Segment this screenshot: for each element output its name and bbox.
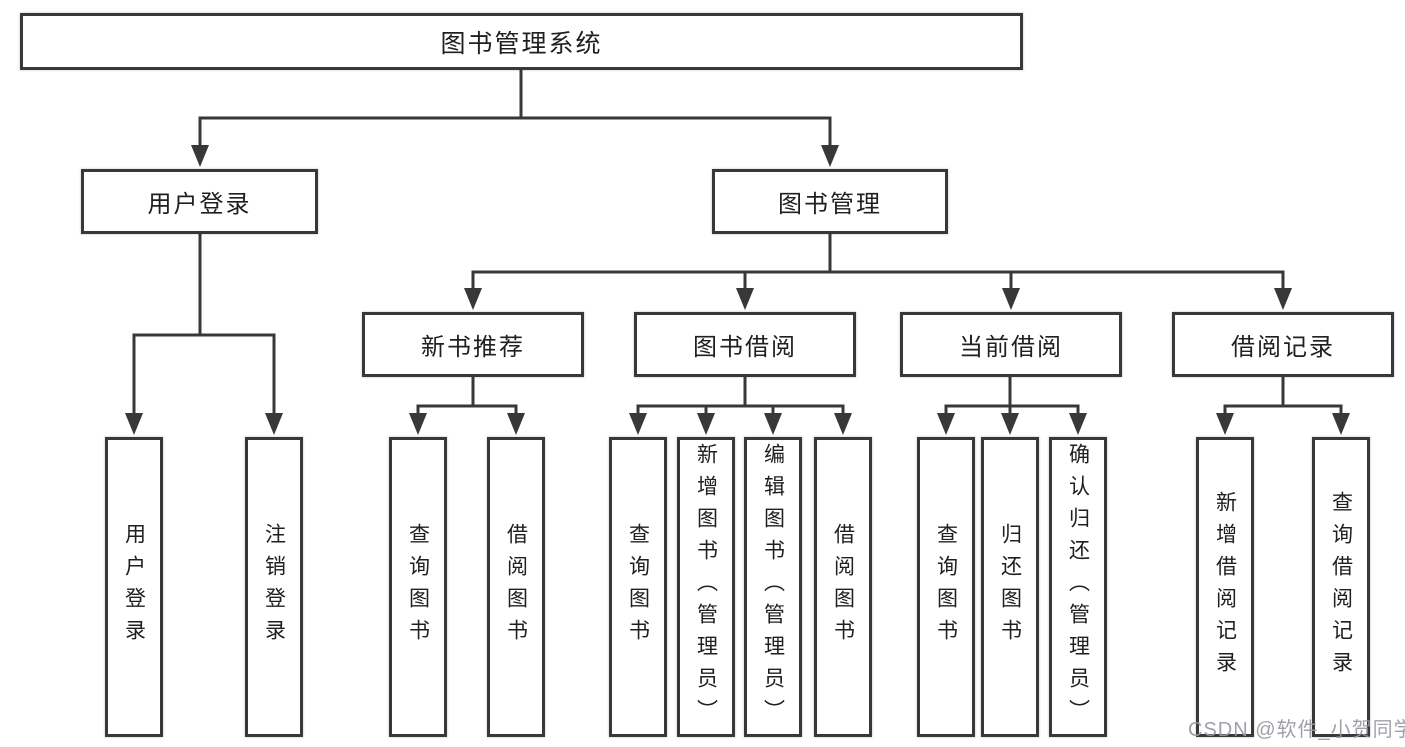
node-book-management: 图书管理 <box>712 169 948 234</box>
arrowhead <box>265 413 283 435</box>
connector-book-borrow-to-leaves <box>629 375 852 435</box>
arrowhead <box>191 145 209 167</box>
leaf-borrow-book-2: 借阅图书 <box>814 437 872 737</box>
leaf-query-borrow-record: 查询借阅记录 <box>1312 437 1370 737</box>
connector-borrow-record-to-leaves <box>1216 375 1350 435</box>
arrowhead <box>764 413 782 435</box>
node-user-login: 用户登录 <box>81 169 318 234</box>
node-new-book-recommend: 新书推荐 <box>362 312 584 377</box>
arrowhead <box>507 413 525 435</box>
leaf-query-book-3-label: 查询图书 <box>934 523 958 651</box>
leaf-add-borrow-record: 新增借阅记录 <box>1196 437 1254 737</box>
arrowhead <box>1274 288 1292 310</box>
node-root: 图书管理系统 <box>20 13 1023 70</box>
leaf-user-login: 用户登录 <box>105 437 163 737</box>
leaf-logout: 注销登录 <box>245 437 303 737</box>
leaf-query-book-1-label: 查询图书 <box>406 523 430 651</box>
connector-book-mgmt-to-level3 <box>464 232 1292 310</box>
leaf-edit-book-admin-label: 编辑图书（管理员） <box>761 443 785 731</box>
leaf-add-book-admin: 新增图书（管理员） <box>677 437 735 737</box>
leaf-add-borrow-record-label: 新增借阅记录 <box>1213 491 1237 683</box>
leaf-query-book-1: 查询图书 <box>389 437 447 737</box>
leaf-query-book-2-label: 查询图书 <box>626 523 650 651</box>
leaf-query-book-3: 查询图书 <box>917 437 975 737</box>
leaf-confirm-return-admin: 确认归还（管理员） <box>1049 437 1107 737</box>
arrowhead <box>464 288 482 310</box>
connector-user-login-to-leaves <box>125 232 283 435</box>
arrowhead <box>1002 288 1020 310</box>
arrowhead <box>409 413 427 435</box>
leaf-borrow-book-1: 借阅图书 <box>487 437 545 737</box>
leaf-borrow-book-2-label: 借阅图书 <box>831 523 855 651</box>
arrowhead <box>1069 413 1087 435</box>
node-current-borrow: 当前借阅 <box>900 312 1122 377</box>
csdn-watermark: CSDN @软件_小贺同学 <box>1188 719 1405 741</box>
leaf-add-book-admin-label: 新增图书（管理员） <box>694 443 718 731</box>
leaf-edit-book-admin: 编辑图书（管理员） <box>744 437 802 737</box>
leaf-query-borrow-record-label: 查询借阅记录 <box>1329 491 1353 683</box>
arrowhead <box>629 413 647 435</box>
connector-new-book-to-leaves <box>409 375 525 435</box>
arrowhead <box>1001 413 1019 435</box>
arrowhead <box>821 145 839 167</box>
arrowhead <box>1332 413 1350 435</box>
arrowhead <box>1216 413 1234 435</box>
arrowhead <box>697 413 715 435</box>
leaf-return-book-label: 归还图书 <box>998 523 1022 651</box>
node-book-borrow: 图书借阅 <box>634 312 856 377</box>
leaf-logout-label: 注销登录 <box>262 523 286 651</box>
leaf-return-book: 归还图书 <box>981 437 1039 737</box>
connector-root-to-level2 <box>191 68 839 167</box>
leaf-user-login-label: 用户登录 <box>122 523 146 651</box>
arrowhead <box>125 413 143 435</box>
connector-current-borrow-to-leaves <box>937 375 1087 435</box>
leaf-query-book-2: 查询图书 <box>609 437 667 737</box>
leaf-borrow-book-1-label: 借阅图书 <box>504 523 528 651</box>
arrowhead <box>937 413 955 435</box>
arrowhead <box>834 413 852 435</box>
arrowhead <box>736 288 754 310</box>
node-borrow-record: 借阅记录 <box>1172 312 1394 377</box>
leaf-confirm-return-admin-label: 确认归还（管理员） <box>1066 443 1090 731</box>
